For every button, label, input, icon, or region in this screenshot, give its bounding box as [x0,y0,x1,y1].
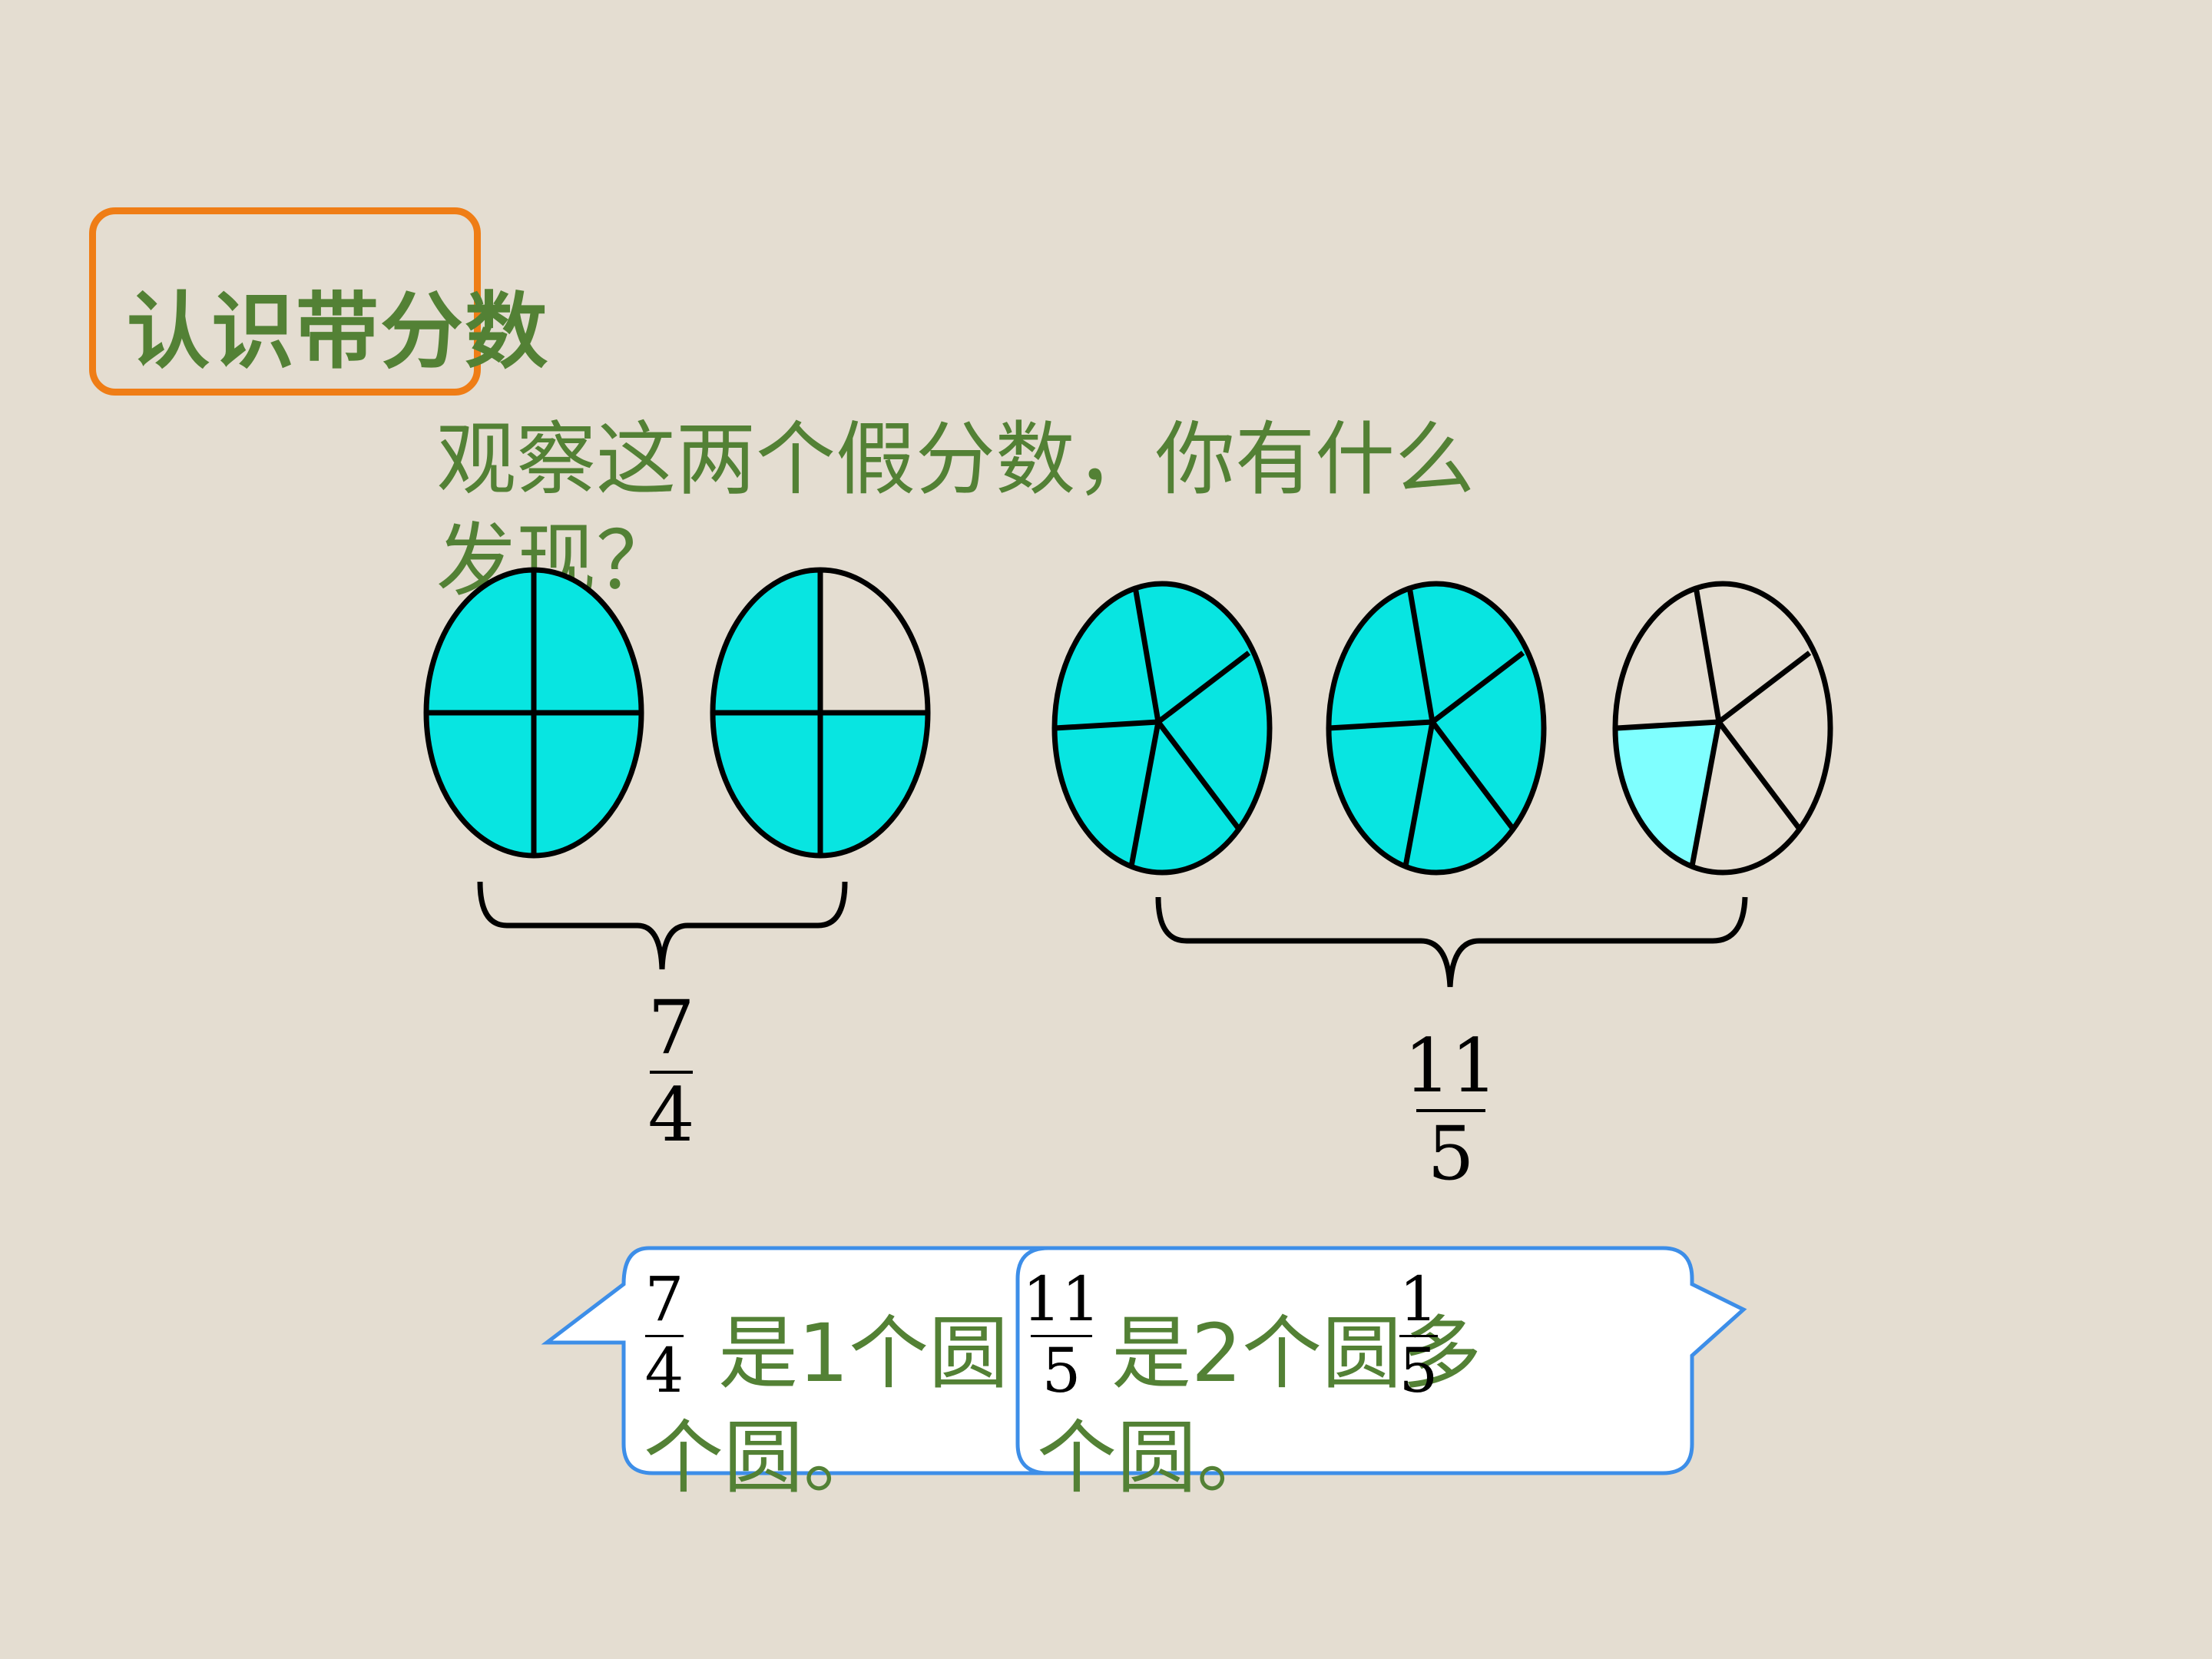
fraction-bar [645,1335,684,1337]
denominator: 4 [647,1072,695,1158]
brace-right [1155,896,1748,988]
page-title: 认识带分数 [127,284,550,380]
numerator: 7 [644,1263,684,1335]
fraction-7-4: 7 4 [647,985,695,1158]
bubble1-text-line2: 个圆。 [644,1411,884,1505]
fraction-bar [1031,1335,1092,1337]
bubble1-text-line1: 是1个圆 [718,1306,1009,1400]
title-highlight-box [89,207,481,396]
bubble2-text-line1: 是2个圆多 [1111,1306,1482,1400]
circle-quarters-full [423,567,644,859]
numerator: 11 [1403,1023,1498,1109]
speech-bubble-2 [1015,1246,1747,1475]
numerator: 11 [1022,1263,1101,1335]
numerator: 7 [647,985,695,1071]
bubble2-text-line2: 个圆。 [1037,1411,1277,1505]
numerator: 1 [1399,1263,1439,1335]
fraction-11-5: 11 5 [1404,1029,1498,1197]
fraction-bar [1416,1109,1485,1112]
circle-fifths-one [1612,581,1833,876]
bubble2-fraction-part: 1 5 [1399,1263,1439,1406]
brace-left [477,881,848,970]
denominator: 5 [1399,1335,1439,1406]
circle-quarters-three [710,567,931,859]
fraction-bar [1399,1335,1438,1337]
circle-fifths-full-2 [1326,581,1547,876]
denominator: 5 [1427,1111,1475,1197]
question-text: 观察这两个假分数，你有什么发现？ [436,412,1475,608]
circle-fifths-full-1 [1051,581,1273,876]
bubble1-fraction: 7 4 [645,1269,684,1402]
fraction-bar [650,1071,693,1074]
denominator: 4 [644,1335,684,1406]
denominator: 5 [1041,1335,1081,1406]
bubble2-fraction: 11 5 [1022,1269,1101,1406]
